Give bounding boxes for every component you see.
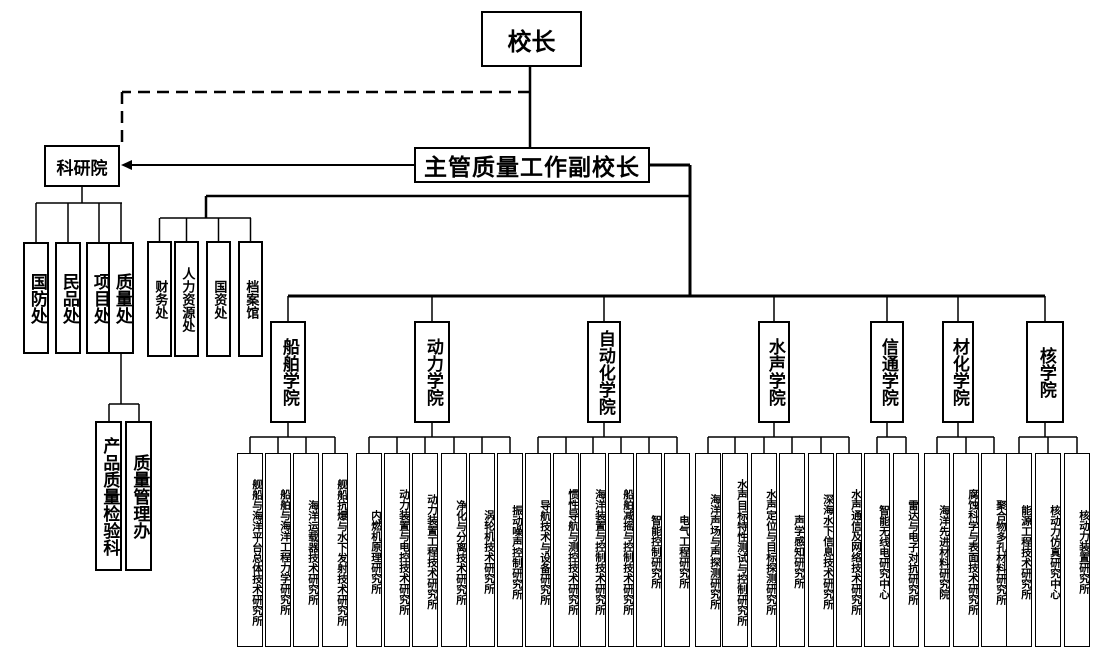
institute: 船舶减摇与控制技术研究所 bbox=[608, 453, 634, 647]
institute: 海洋装置与控制技术研究所 bbox=[580, 453, 606, 647]
institute: 海洋先进材料研究院 bbox=[924, 453, 950, 647]
institute: 舰船与海洋平台总体技术研究所 bbox=[237, 453, 263, 647]
institute: 涡轮机技术研究所 bbox=[469, 453, 495, 647]
office-quality: 质量处 bbox=[108, 242, 134, 354]
research-institute-box: 科研院 bbox=[44, 145, 120, 187]
institute: 海洋声场与声探测研究所 bbox=[695, 453, 721, 647]
college-nuclear: 核学院 bbox=[1026, 321, 1064, 423]
college-underwater-acoustics: 水声学院 bbox=[758, 321, 790, 423]
institute: 智能控制研究所 bbox=[636, 453, 662, 647]
institute: 水声定位与目标探测研究所 bbox=[751, 453, 777, 647]
institute: 能源工程技术研究所 bbox=[1006, 453, 1032, 647]
institute: 声学感知研究所 bbox=[779, 453, 805, 647]
unit-product-inspection: 产品质量检验科 bbox=[95, 421, 122, 571]
institute: 舰船抗爆与水下发射技术研究所 bbox=[322, 453, 348, 647]
institute: 净化与分离技术研究所 bbox=[441, 453, 467, 647]
college-materials-chemistry: 材化学院 bbox=[942, 321, 974, 423]
institute: 内燃机原理研究所 bbox=[356, 453, 382, 647]
college-power: 动力学院 bbox=[414, 321, 450, 423]
institute: 雷达与电子对抗研究所 bbox=[893, 453, 919, 647]
institute: 动力装置工程技术研究所 bbox=[412, 453, 438, 647]
office-state-assets: 国资处 bbox=[206, 241, 231, 357]
institute: 惯性导航与测控技术研究所 bbox=[553, 453, 579, 647]
vice-principal-box: 主管质量工作副校长 bbox=[414, 147, 650, 183]
institute: 电气工程研究所 bbox=[664, 453, 690, 647]
office-archives: 档案馆 bbox=[238, 241, 263, 357]
institute: 聚合物多孔材料研究所 bbox=[981, 453, 1007, 647]
arrow-head bbox=[121, 160, 132, 170]
institute: 振动噪声控制研究所 bbox=[497, 453, 523, 647]
office-national-defense: 国防处 bbox=[23, 242, 49, 354]
college-ship: 船舶学院 bbox=[270, 321, 306, 423]
principal-box: 校长 bbox=[481, 11, 582, 67]
institute: 智能无线电研究中心 bbox=[864, 453, 890, 647]
college-automation: 自动化学院 bbox=[587, 321, 621, 423]
institute: 动力装置与电控技术研究所 bbox=[384, 453, 410, 647]
institute: 水声通信及网络技术研究所 bbox=[836, 453, 862, 647]
office-finance: 财务处 bbox=[147, 241, 172, 357]
institute: 海洋运载器技术研究所 bbox=[293, 453, 319, 647]
institute: 核动力装置研究所 bbox=[1064, 453, 1090, 647]
college-information-communication: 信通学院 bbox=[870, 321, 904, 423]
institute: 船舶与海洋工程力学研究所 bbox=[265, 453, 291, 647]
office-human-resources: 人力资源处 bbox=[174, 241, 199, 357]
institute: 深海水下信息技术研究所 bbox=[808, 453, 834, 647]
institute: 水声目标特性测试与控制研究所 bbox=[722, 453, 748, 647]
office-projects: 项目处 bbox=[86, 242, 112, 354]
unit-quality-management: 质量管理办 bbox=[125, 421, 152, 571]
institute: 腐蚀科学与表面技术研究所 bbox=[953, 453, 979, 647]
institute: 核动力仿真研究中心 bbox=[1035, 453, 1061, 647]
institute: 导航技术与设备研究所 bbox=[525, 453, 551, 647]
office-civil-products: 民品处 bbox=[55, 242, 81, 354]
